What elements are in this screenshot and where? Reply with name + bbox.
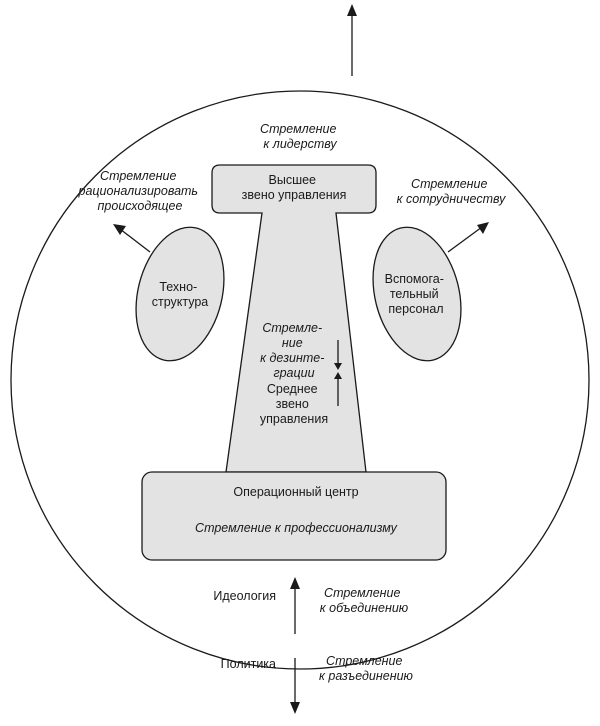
support-staff-ellipse (372, 226, 462, 362)
separation-drive-text: Стремление к разъединению (319, 654, 413, 683)
technostructure-arrow-line (119, 228, 151, 253)
middle-management-label: Среднее звено управления (260, 382, 328, 426)
cooperation-drive-text: Стремление к сотрудничеству (397, 177, 506, 206)
operating-core-label: Операционный центр (233, 485, 358, 499)
ideology-arrow-head (290, 577, 300, 589)
technostructure-arrow-head (113, 224, 126, 235)
top-management-label: Высшее звено управления (242, 173, 347, 202)
organization-boundary-circle (10, 90, 590, 670)
leadership-drive-text: Стремление к лидерству (260, 122, 340, 151)
top-outward-arrow-head (347, 4, 357, 16)
politics-arrow-head (290, 702, 300, 714)
disintegration-arrow-head-upper (334, 363, 342, 370)
support-staff-label: Вспомога- тельный персонал (385, 272, 448, 316)
politics-label: Политика (221, 657, 276, 671)
disintegration-arrow-head-lower (334, 372, 342, 379)
unification-drive-text: Стремление к объединению (320, 586, 409, 615)
disintegration-drive-text: Стремле- ние к дезинте- грации (260, 321, 328, 380)
support-staff-arrow-head (477, 222, 489, 234)
operating-core-shape (141, 471, 447, 561)
support-staff-arrow-line (447, 226, 483, 253)
rationalize-drive-text: Стремление рационализировать происходяще… (78, 169, 202, 213)
technostructure-label: Техно- структура (152, 280, 209, 309)
ideology-label: Идеология (213, 589, 276, 603)
professionalism-drive-text: Стремление к профессионализму (195, 521, 398, 535)
technostructure-ellipse (135, 226, 225, 362)
